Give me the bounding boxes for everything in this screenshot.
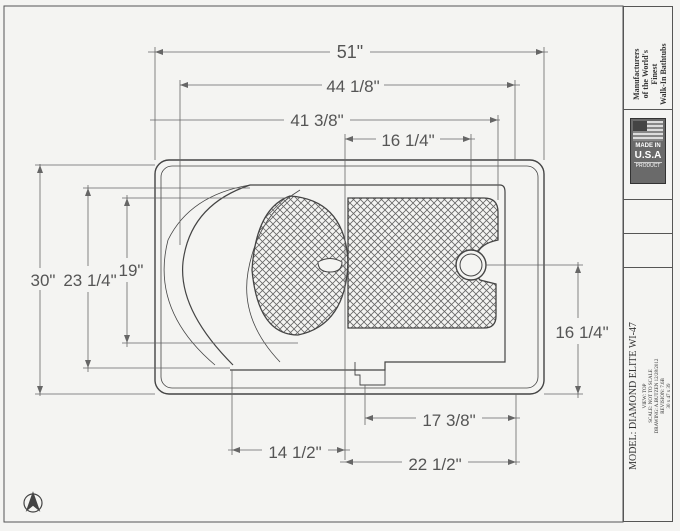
dim-drain-offset: 16 1/4" <box>555 323 608 342</box>
badge-line-1: MADE IN <box>635 143 661 149</box>
dim-length-2: 44 1/8" <box>326 77 379 96</box>
dim-length-4: 16 1/4" <box>381 131 434 150</box>
drain <box>455 249 487 281</box>
dim-bottom-3: 22 1/2" <box>408 455 461 474</box>
made-in-usa-badge: MADE IN U.S.A PRODUCT <box>630 118 666 184</box>
company-line-3: Finest <box>650 63 659 85</box>
model-title: MODEL: DIAMOND ELITE WI-47 <box>628 322 639 470</box>
flag-icon <box>633 121 663 141</box>
dim-width-2: 23 1/4" <box>63 271 116 290</box>
company-line-4: Walk-In Bathtubs <box>659 43 668 105</box>
tub-outline <box>154 159 545 395</box>
company-line-2: of the World's <box>641 50 650 99</box>
badge-line-2: U.S.A <box>634 150 662 161</box>
north-arrow-icon <box>23 491 43 513</box>
dimension-arrows <box>37 49 581 465</box>
model-info: MODEL: DIAMOND ELITE WI-47 VIEW: TOP SCA… <box>628 276 673 516</box>
blank-cell-1 <box>624 200 672 234</box>
dim-overall-width: 30" <box>31 271 56 290</box>
dim-length-3: 41 3/8" <box>290 111 343 130</box>
dim-bottom-2: 14 1/2" <box>268 443 321 462</box>
dim-overall-length: 51" <box>337 42 363 62</box>
company-tagline: Manufacturers of the World's Finest Walk… <box>632 43 668 105</box>
dim-bottom-1: 17 3/8" <box>422 411 475 430</box>
badge-cell: MADE IN U.S.A PRODUCT <box>624 110 672 200</box>
model-cell: MODEL: DIAMOND ELITE WI-47 VIEW: TOP SCA… <box>624 268 672 521</box>
badge-line-3: PRODUCT <box>634 162 662 169</box>
company-cell: Manufacturers of the World's Finest Walk… <box>624 7 672 110</box>
size-label: 30 x 47 x 39 <box>667 383 672 409</box>
seat-hatched <box>251 195 349 336</box>
dimension-labels: 51" 44 1/8" 41 3/8" 16 1/4" 30" 23 1/4" … <box>26 40 609 476</box>
blank-cell-2 <box>624 234 672 268</box>
title-block: Manufacturers of the World's Finest Walk… <box>623 6 673 522</box>
dim-width-3: 19" <box>119 261 144 280</box>
company-line-1: Manufacturers <box>632 48 641 100</box>
